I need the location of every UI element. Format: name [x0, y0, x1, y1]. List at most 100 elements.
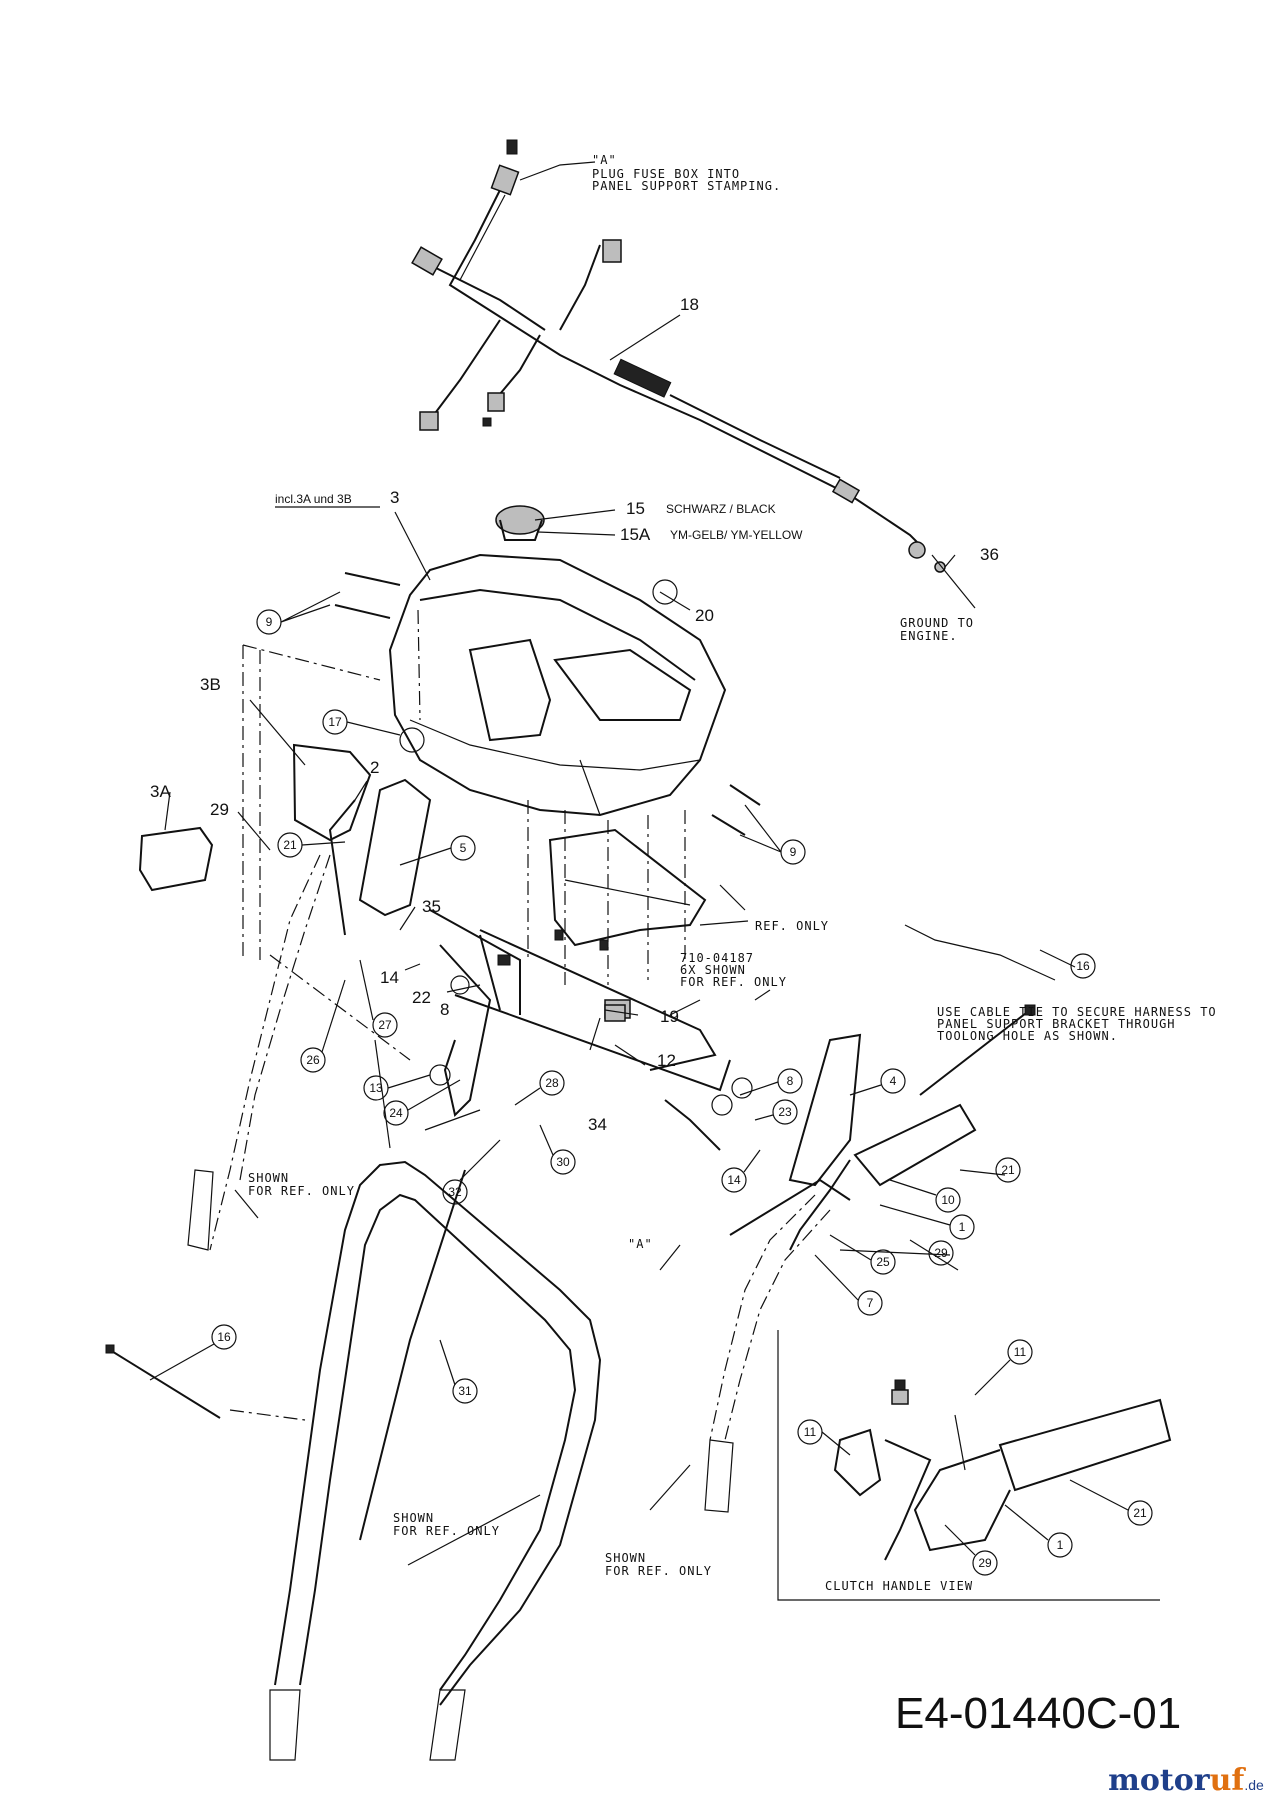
callout-17-leader [346, 721, 401, 736]
callout-1a-leader [879, 1204, 951, 1226]
callout-23-leader [754, 1114, 774, 1121]
svg-text:26: 26 [306, 1053, 320, 1067]
callout-25-leader [829, 1234, 872, 1261]
wiring-harness [411, 139, 946, 573]
svg-text:21: 21 [1133, 1506, 1147, 1520]
svg-text:11: 11 [1014, 1345, 1027, 1359]
callout-28-leader [514, 1087, 541, 1106]
svg-text:4: 4 [890, 1074, 897, 1088]
callout-5-leader [399, 847, 452, 866]
callout-9b-leader [739, 804, 782, 853]
note-bolt-line2: 6X SHOWN [680, 963, 746, 977]
note-ground-line1: GROUND TO [900, 616, 974, 630]
svg-text:5: 5 [460, 841, 467, 855]
callouts: 9 9 17 21 5 27 26 13 24 28 30 32 16 8 4 … [149, 591, 1153, 1576]
svg-text:16: 16 [1076, 959, 1090, 973]
panel-support-bracket [548, 828, 707, 951]
svg-text:21: 21 [1001, 1163, 1015, 1177]
label-35-top: 2 [370, 758, 379, 777]
svg-text:8: 8 [787, 1074, 794, 1088]
note-shown-center-2: FOR REF. ONLY [393, 1524, 500, 1538]
callout-16b: 16 [211, 1324, 237, 1350]
callout-26: 26 [300, 1047, 326, 1073]
callout-29a: 29 [928, 1240, 954, 1266]
callout-9a: 9 [256, 609, 282, 635]
callout-16b-leader [149, 1343, 215, 1381]
note-a-marker: "A" [628, 1237, 653, 1251]
callout-21a-leader [301, 841, 346, 846]
label-8: 8 [440, 1000, 449, 1019]
callout-10-leader [889, 1179, 937, 1196]
watermark-logo: motoruf.de [1108, 1763, 1264, 1798]
label-35: 35 [422, 897, 441, 916]
svg-text:9: 9 [266, 615, 273, 629]
svg-text:24: 24 [389, 1106, 403, 1120]
svg-text:11: 11 [804, 1425, 817, 1439]
handle-grip [729, 1103, 977, 1251]
callout-32-leader [459, 1139, 501, 1181]
callout-1b: 1 [1047, 1532, 1073, 1558]
callout-29b-leader [944, 1524, 976, 1556]
callout-11a-leader [974, 1359, 1011, 1396]
callout-13: 13 [363, 1075, 389, 1101]
callout-13-leader [387, 1074, 431, 1089]
label-20: 20 [695, 606, 714, 625]
svg-text:21: 21 [283, 838, 297, 852]
callout-30: 30 [550, 1149, 576, 1175]
callout-8: 8 [777, 1068, 803, 1094]
note-bolt-line1: 710-04187 [680, 951, 754, 965]
note-cable-line1: USE CABLE TIE TO SECURE HARNESS TO [937, 1005, 1217, 1019]
svg-text:7: 7 [867, 1296, 874, 1310]
bolts-9 [334, 572, 761, 836]
callout-4: 4 [880, 1068, 906, 1094]
callout-7-leader [814, 1254, 859, 1301]
note-cable-line3: TOOLONG HOLE AS SHOWN. [937, 1029, 1118, 1043]
leader-lines [164, 161, 1076, 1566]
label-12: 12 [657, 1051, 676, 1070]
callout-8-leader [739, 1081, 779, 1096]
note-clutch-view: CLUTCH HANDLE VIEW [825, 1579, 973, 1593]
note-shown-right-1: SHOWN [605, 1551, 646, 1565]
covers-3a-3b [138, 743, 372, 892]
lever-assemblies [328, 778, 731, 1151]
clutch-handle-inset [777, 1330, 1172, 1601]
callout-10: 10 [935, 1187, 961, 1213]
callout-14: 14 [721, 1167, 747, 1193]
label-22: 22 [412, 988, 431, 1007]
callout-14-leader [743, 1149, 761, 1173]
note-a-line1: PLUG FUSE BOX INTO [592, 167, 740, 181]
svg-text:1: 1 [959, 1220, 966, 1234]
callout-31-leader [439, 1339, 456, 1386]
svg-text:31: 31 [458, 1384, 472, 1398]
note-incl: incl.3A und 3B [275, 492, 352, 506]
callout-7: 7 [857, 1290, 883, 1316]
callout-28: 28 [539, 1070, 565, 1096]
label-14: 14 [380, 968, 399, 987]
callout-24: 24 [383, 1100, 409, 1126]
svg-text:16: 16 [217, 1330, 231, 1344]
callout-21c-leader [1069, 1479, 1129, 1511]
svg-text:10: 10 [941, 1193, 955, 1207]
label-3: 3 [390, 488, 399, 507]
svg-text:29: 29 [934, 1246, 948, 1260]
main-handle-loop [269, 1160, 602, 1761]
watermark-brand: motoruf.de [1108, 1763, 1264, 1798]
note-knob-15a: YM-GELB/ YM-YELLOW [670, 528, 803, 542]
reference-lines [242, 609, 686, 1061]
callout-24-leader [407, 1079, 461, 1111]
svg-text:23: 23 [778, 1105, 792, 1119]
callout-27-leader [359, 959, 374, 1021]
note-a-line2: PANEL SUPPORT STAMPING. [592, 179, 781, 193]
callout-1b-leader [1004, 1504, 1049, 1541]
handle-bars [187, 854, 831, 1513]
svg-text:28: 28 [545, 1076, 559, 1090]
note-ground-line2: ENGINE. [900, 629, 958, 643]
svg-text:9: 9 [790, 845, 797, 859]
callout-1a: 1 [949, 1214, 975, 1240]
note-shown-left-1: SHOWN [248, 1171, 289, 1185]
callout-23: 23 [772, 1099, 798, 1125]
callout-26-leader [321, 979, 346, 1053]
cable-tie-left [105, 1344, 306, 1421]
